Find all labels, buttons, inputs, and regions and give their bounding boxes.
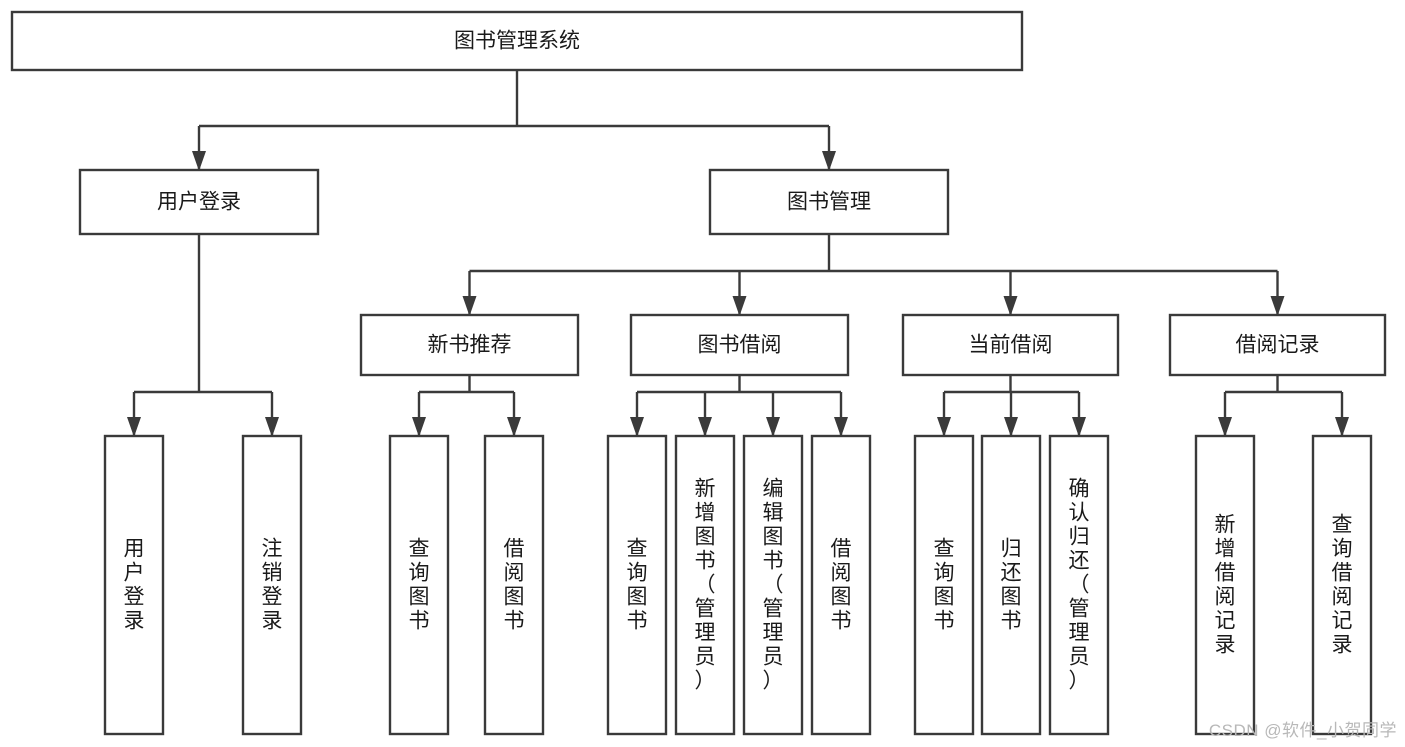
node-label: 图书管理系统 bbox=[454, 30, 580, 53]
node-leaf-borrow-book-1[interactable]: 借阅图书 bbox=[483, 434, 545, 736]
node-new-book-recommend[interactable]: 新书推荐 bbox=[359, 313, 580, 377]
node-label: 图书管理 bbox=[787, 191, 871, 214]
arrow-head-icon bbox=[1270, 296, 1285, 316]
node-rect[interactable] bbox=[708, 168, 950, 236]
node-leaf-user-logout[interactable]: 注销登录 bbox=[241, 434, 303, 736]
arrow-head-icon bbox=[732, 296, 747, 316]
node-rect[interactable] bbox=[103, 434, 165, 736]
arrow-head-icon bbox=[766, 417, 780, 437]
node-rect[interactable] bbox=[241, 434, 303, 736]
node-rect[interactable] bbox=[674, 434, 736, 736]
node-rect[interactable] bbox=[1194, 434, 1256, 736]
node-label: 新增图书（管理员） bbox=[695, 478, 716, 693]
arrow-head-icon bbox=[265, 417, 279, 437]
node-book-manage[interactable]: 图书管理 bbox=[708, 168, 950, 236]
node-rect[interactable] bbox=[483, 434, 545, 736]
arrow-head-icon bbox=[192, 151, 206, 171]
node-rect[interactable] bbox=[606, 434, 668, 736]
node-label: 注销登录 bbox=[262, 538, 283, 633]
node-layer: 图书管理系统用户登录图书管理新书推荐图书借阅当前借阅借阅记录用户登录注销登录查询… bbox=[10, 10, 1387, 736]
node-leaf-confirm-return[interactable]: 确认归还（管理员） bbox=[1048, 434, 1110, 736]
node-leaf-query-record[interactable]: 查询借阅记录 bbox=[1311, 434, 1373, 736]
arrow-head-icon bbox=[1004, 417, 1018, 437]
node-leaf-query-book-3[interactable]: 查询图书 bbox=[913, 434, 975, 736]
node-label: 借阅图书 bbox=[504, 538, 525, 633]
node-rect[interactable] bbox=[913, 434, 975, 736]
node-label: 当前借阅 bbox=[969, 334, 1053, 357]
node-rect[interactable] bbox=[359, 313, 580, 377]
node-label: 查询图书 bbox=[934, 538, 955, 633]
node-book-borrow[interactable]: 图书借阅 bbox=[629, 313, 850, 377]
node-rect[interactable] bbox=[1048, 434, 1110, 736]
node-rect[interactable] bbox=[810, 434, 872, 736]
arrow-head-icon bbox=[127, 417, 141, 437]
node-label: 用户登录 bbox=[157, 191, 241, 214]
node-leaf-query-book-1[interactable]: 查询图书 bbox=[388, 434, 450, 736]
node-rect[interactable] bbox=[980, 434, 1042, 736]
arrow-head-icon bbox=[834, 417, 848, 437]
node-label: 新书推荐 bbox=[428, 334, 512, 357]
node-leaf-return-book[interactable]: 归还图书 bbox=[980, 434, 1042, 736]
node-current-borrow[interactable]: 当前借阅 bbox=[901, 313, 1120, 377]
node-rect[interactable] bbox=[742, 434, 804, 736]
node-rect[interactable] bbox=[388, 434, 450, 736]
node-leaf-edit-book[interactable]: 编辑图书（管理员） bbox=[742, 434, 804, 736]
connector-layer bbox=[127, 70, 1349, 437]
node-leaf-query-book-2[interactable]: 查询图书 bbox=[606, 434, 668, 736]
arrow-head-icon bbox=[1003, 296, 1018, 316]
node-rect[interactable] bbox=[629, 313, 850, 377]
node-label: 用户登录 bbox=[124, 538, 145, 633]
arrow-head-icon bbox=[630, 417, 644, 437]
arrow-head-icon bbox=[412, 417, 426, 437]
arrow-head-icon bbox=[698, 417, 712, 437]
node-label: 确认归还（管理员） bbox=[1069, 478, 1090, 693]
node-label: 查询图书 bbox=[627, 538, 648, 633]
node-label: 归还图书 bbox=[1001, 538, 1022, 633]
node-rect[interactable] bbox=[901, 313, 1120, 377]
node-borrow-record[interactable]: 借阅记录 bbox=[1168, 313, 1387, 377]
arrow-head-icon bbox=[1072, 417, 1086, 437]
arrow-head-icon bbox=[1218, 417, 1232, 437]
node-label: 借阅记录 bbox=[1236, 334, 1320, 357]
node-label: 借阅图书 bbox=[831, 538, 852, 633]
node-rect[interactable] bbox=[1168, 313, 1387, 377]
arrow-head-icon bbox=[1335, 417, 1349, 437]
node-leaf-add-book[interactable]: 新增图书（管理员） bbox=[674, 434, 736, 736]
node-rect[interactable] bbox=[10, 10, 1024, 72]
node-rect[interactable] bbox=[1311, 434, 1373, 736]
node-user-login[interactable]: 用户登录 bbox=[78, 168, 320, 236]
node-label: 图书借阅 bbox=[698, 334, 782, 357]
node-label: 编辑图书（管理员） bbox=[763, 478, 784, 693]
node-rect[interactable] bbox=[78, 168, 320, 236]
node-leaf-borrow-book-2[interactable]: 借阅图书 bbox=[810, 434, 872, 736]
arrow-head-icon bbox=[507, 417, 521, 437]
arrow-head-icon bbox=[937, 417, 951, 437]
node-root-system[interactable]: 图书管理系统 bbox=[10, 10, 1024, 72]
arrow-head-icon bbox=[462, 296, 477, 316]
node-label: 新增借阅记录 bbox=[1215, 514, 1236, 657]
node-label: 查询图书 bbox=[409, 538, 430, 633]
node-leaf-add-record[interactable]: 新增借阅记录 bbox=[1194, 434, 1256, 736]
arrow-head-icon bbox=[822, 151, 836, 171]
node-label: 查询借阅记录 bbox=[1332, 514, 1353, 657]
node-leaf-user-login[interactable]: 用户登录 bbox=[103, 434, 165, 736]
